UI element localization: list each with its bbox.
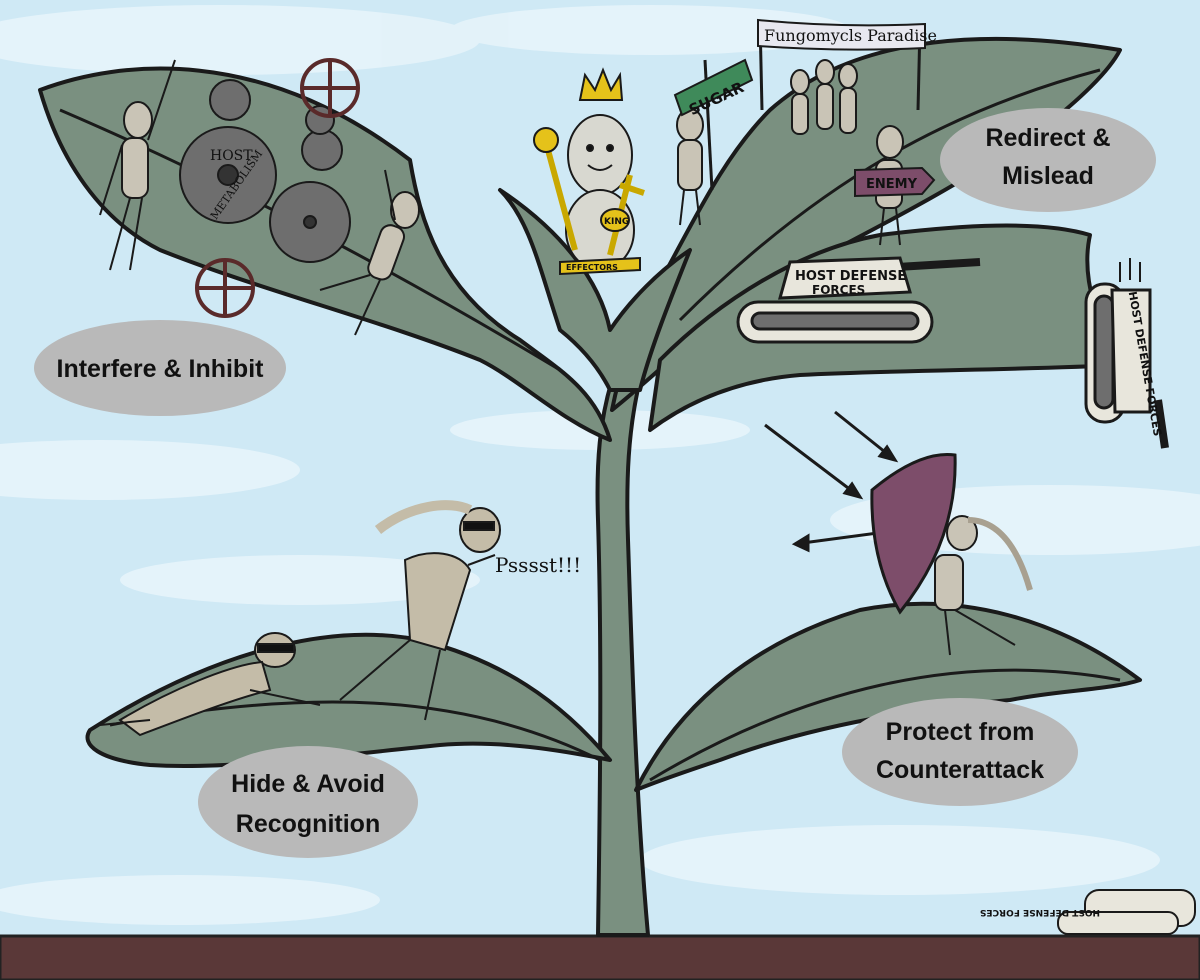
shield-defender [870, 452, 1033, 656]
shield-icon [870, 452, 957, 615]
redirect-mislead-text-2: Mislead [1002, 162, 1094, 190]
cheering-crowd [790, 59, 858, 135]
redirect-mislead-text-1: Redirect & [985, 124, 1110, 152]
gear-large-icon [179, 126, 277, 224]
gear-medium-icon [269, 181, 351, 263]
hide-avoid-text-1: Hide & Avoid [231, 770, 385, 798]
motion-lines [1119, 258, 1141, 282]
tank-label-2: FORCES [812, 283, 865, 297]
label-redirect-mislead: Redirect & Mislead [940, 108, 1156, 212]
sky-clouds [0, 5, 1200, 925]
enemy-sign-holder: ENEMY [854, 125, 936, 246]
leaf-center-top [498, 188, 692, 392]
host-metabolism-machinery: HOST METABOLISM [179, 58, 360, 318]
leaf-lower-right [634, 601, 1142, 792]
tank-turret [778, 256, 912, 300]
enemy-arrow-sign [854, 166, 936, 198]
host-defense-tank: HOST DEFENSE FORCES [736, 256, 981, 344]
tank-label-1: HOST DEFENSE [795, 269, 906, 284]
king-effector-character: KING EFFECTORS [533, 67, 645, 276]
protect-text-1: Protect from [886, 718, 1035, 746]
king-sash [559, 256, 641, 276]
paradise-banner-label: Fungomycls Paradise [764, 26, 937, 45]
paradise-banner [757, 18, 926, 51]
sugar-flag [673, 58, 754, 117]
king-badge-label: KING [604, 217, 629, 227]
crown-icon [578, 67, 624, 101]
ground-tank: HOST DEFENSE FORCES [980, 889, 1196, 935]
paradise-banner-group: Fungomycls Paradise [757, 18, 937, 135]
fungus-character-pulling [319, 169, 420, 336]
leaf-midrib-lower-right [649, 668, 1121, 782]
falling-tank: HOST DEFENSE FORCES [1084, 258, 1169, 449]
hide-avoid-text-2: Recognition [236, 810, 380, 838]
camouflaged-walker [339, 500, 501, 721]
gear-label-host: HOST [210, 148, 253, 164]
label-interfere-inhibit: Interfere & Inhibit [34, 320, 286, 416]
enemy-sign-label: ENEMY [866, 177, 918, 192]
soil-ground [0, 934, 1200, 980]
protect-text-2: Counterattack [876, 756, 1044, 784]
gear-small-icon [209, 79, 343, 171]
camouflaged-crawler [99, 632, 321, 737]
label-protect-counterattack: Protect from Counterattack [842, 698, 1078, 806]
fungus-character-hanging [99, 59, 176, 271]
arrow-icon [764, 423, 864, 500]
scepter-icon [545, 149, 578, 251]
interfere-inhibit-text: Interfere & Inhibit [57, 355, 265, 383]
leaf-lower-left [85, 632, 612, 768]
label-hide-avoid: Hide & Avoid Recognition [198, 746, 418, 858]
king-badge [600, 208, 630, 232]
king-sash-label: EFFECTORS [566, 263, 618, 272]
arrow-icon [834, 410, 899, 463]
ground-tank-label: HOST DEFENSE FORCES [980, 907, 1100, 917]
wagon-wheel-icon [195, 58, 360, 318]
whisper-text: Psssst!!! [495, 553, 581, 577]
